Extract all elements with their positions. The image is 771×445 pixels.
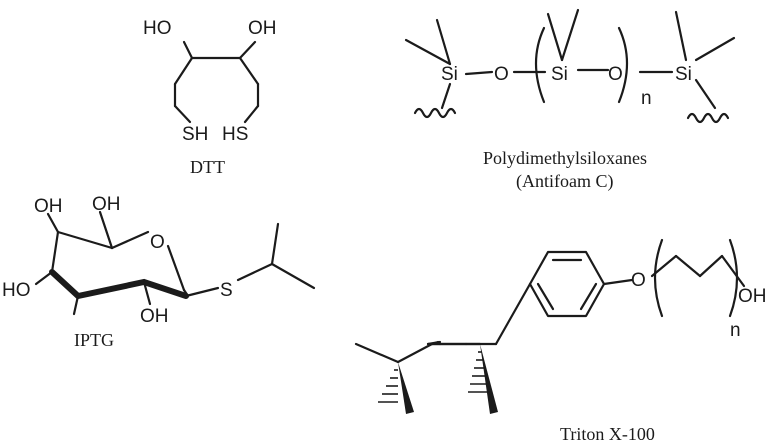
dtt-oh-right-label: OH: [248, 18, 277, 39]
pdms-si-left-label: Si: [441, 64, 458, 85]
dtt-structure: HO OH SH HS DTT: [143, 18, 277, 177]
triton-repeat-n-label: n: [730, 320, 741, 341]
dtt-caption: DTT: [190, 157, 225, 177]
triton-hash-bond-left: [378, 369, 398, 403]
dtt-oh-left-label: HO: [143, 18, 172, 39]
iptg-oh-top1-label: OH: [34, 196, 63, 217]
iptg-structure: OH OH O HO OH S IPTG: [2, 194, 316, 350]
iptg-ho-left-label: HO: [2, 280, 31, 301]
triton-structure: O OH n Triton X-100: [354, 238, 767, 444]
pdms-caption-line1: Polydimethylsiloxanes: [483, 148, 647, 168]
iptg-s-label: S: [220, 280, 233, 301]
pdms-si-mid-label: Si: [551, 64, 568, 85]
pdms-caption-line2: (Antifoam C): [516, 171, 613, 192]
iptg-caption: IPTG: [74, 330, 114, 350]
triton-oh-label: OH: [738, 286, 767, 307]
triton-caption: Triton X-100: [560, 424, 655, 444]
triton-o-label: O: [631, 270, 646, 291]
iptg-oh-top2-label: OH: [92, 194, 121, 215]
triton-hash-bond-right: [468, 351, 492, 393]
dtt-sh-right-label: HS: [222, 124, 248, 145]
pdms-repeat-n-label: n: [641, 88, 652, 109]
pdms-o-left-label: O: [494, 64, 509, 85]
iptg-ring-o-label: O: [150, 232, 165, 253]
dtt-sh-left-label: SH: [182, 124, 208, 145]
iptg-oh-bottom-label: OH: [140, 306, 169, 327]
pdms-structure: Si O Si O Si n Polydimethylsiloxanes (An…: [404, 8, 736, 192]
pdms-si-right-label: Si: [675, 64, 692, 85]
pdms-o-right-label: O: [608, 64, 623, 85]
